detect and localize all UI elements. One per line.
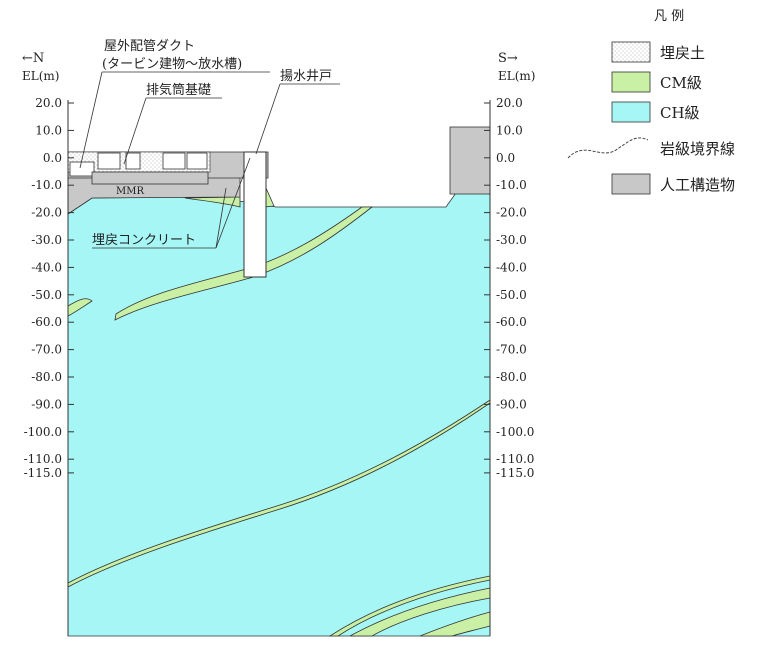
- right-structure-block: [449, 126, 491, 195]
- left-axis-tick-label: -100.0: [24, 425, 62, 439]
- legend-swatch-cm: [611, 71, 651, 93]
- concrete-leader-1: [215, 187, 227, 249]
- legend-swatch-boundary-line: [567, 137, 649, 159]
- duct-box-2: [97, 152, 121, 170]
- duct-box-3: [125, 152, 141, 170]
- pump-well: [243, 151, 267, 278]
- left-axis-tick-label: -40.0: [31, 260, 62, 274]
- right-axis-tick-label: 20.0: [496, 96, 523, 110]
- left-axis-tick-label: -115.0: [24, 466, 62, 480]
- right-axis-tick-label: -80.0: [496, 370, 527, 384]
- left-direction-label: ←N: [22, 51, 44, 66]
- left-axis-tick-label: -20.0: [31, 206, 62, 220]
- left-axis-tick-label: -30.0: [31, 233, 62, 247]
- left-unit-label: EL(m): [22, 69, 59, 83]
- legend-label-boundary-line: 岩級境界線: [660, 140, 735, 158]
- cm-band-upper: [114, 206, 374, 321]
- left-axis-tick-label: 20.0: [35, 96, 62, 110]
- right-axis-tick-label: -10.0: [496, 178, 527, 192]
- cm-band-top: [184, 196, 241, 208]
- left-axis-tick-label: -50.0: [31, 288, 62, 302]
- legend-swatch-ch: [611, 101, 651, 123]
- right-axis-tick-label: 10.0: [496, 123, 523, 137]
- right-unit-label: EL(m): [498, 69, 535, 83]
- right-axis-tick-label: -30.0: [496, 233, 527, 247]
- left-axis-tick-label: -90.0: [31, 397, 62, 411]
- right-axis-tick-label: -40.0: [496, 260, 527, 274]
- pump-leader: [255, 83, 281, 155]
- right-axis-tick-label: -70.0: [496, 343, 527, 357]
- legend-label-cm: CM級: [660, 74, 702, 92]
- right-axis-tick-label: 0.0: [496, 151, 515, 165]
- left-axis-tick-label: -60.0: [31, 315, 62, 329]
- left-axis-tick-label: -70.0: [31, 343, 62, 357]
- duct-label-line2: (タービン建物～放水槽): [102, 57, 242, 72]
- left-axis-tick-label: -110.0: [24, 452, 62, 466]
- right-axis-tick-label: -115.0: [496, 466, 534, 480]
- right-direction-label: S→: [498, 51, 518, 66]
- duct-label-line1: 屋外配管ダクト: [104, 39, 195, 54]
- duct-box-5: [186, 152, 208, 170]
- right-axis-tick-label: -90.0: [496, 397, 527, 411]
- legend-label-backfill-soil: 埋戻土: [660, 44, 705, 62]
- legend-swatch-backfill-soil: [611, 41, 651, 63]
- left-axis-tick-label: 0.0: [43, 151, 62, 165]
- concrete-leader-2: [215, 157, 251, 249]
- stack-leader: [123, 97, 147, 165]
- right-axis-tick-label: -110.0: [496, 452, 534, 466]
- legend-swatch-artificial-structure: [611, 173, 651, 195]
- mmr-label: MMR: [116, 186, 144, 197]
- cm-band-left-edge: [67, 298, 93, 317]
- left-axis-tick-label: -80.0: [31, 370, 62, 384]
- pump-well-label: 揚水井戸: [280, 68, 332, 84]
- duct-box-4: [162, 152, 186, 170]
- legend-label-artificial-structure: 人工構造物: [660, 176, 735, 194]
- right-axis-tick-label: -100.0: [496, 425, 534, 439]
- backfill-concrete-label: 埋戻コンクリート: [92, 233, 196, 248]
- duct-box-1: [69, 161, 95, 177]
- right-axis-tick-label: -60.0: [496, 315, 527, 329]
- legend-title: 凡 例: [654, 9, 684, 24]
- left-axis-tick-label: -10.0: [31, 178, 62, 192]
- mmr-block: [91, 171, 209, 185]
- right-axis-tick-label: -20.0: [496, 206, 527, 220]
- stack-foundation-label: 排気筒基礎: [146, 82, 211, 98]
- legend-label-ch: CH級: [660, 104, 700, 122]
- duct-leader: [79, 71, 103, 169]
- left-axis-tick-label: 10.0: [35, 123, 62, 137]
- right-axis-tick-label: -50.0: [496, 288, 527, 302]
